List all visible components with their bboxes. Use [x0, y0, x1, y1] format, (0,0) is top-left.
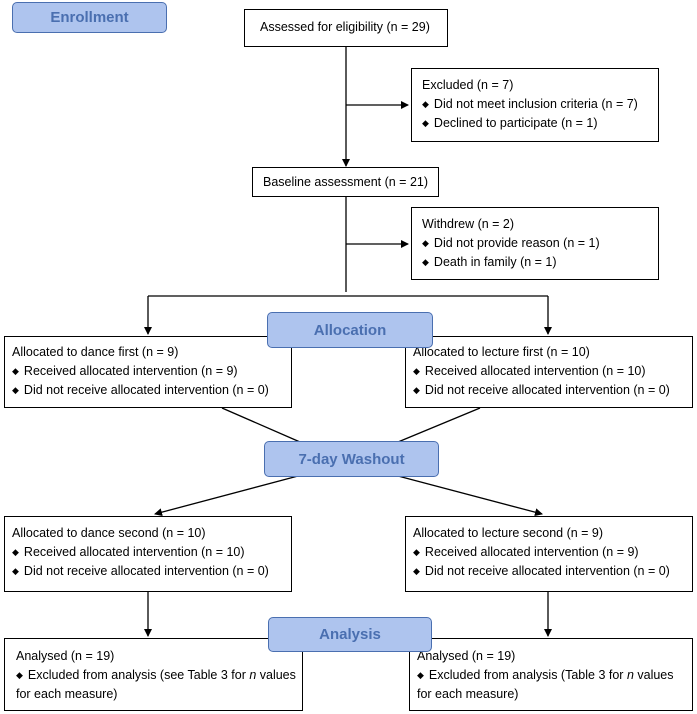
bullet-icon: ◆ — [422, 118, 429, 128]
stage-washout: 7-day Washout — [264, 441, 439, 477]
bullet-icon: ◆ — [12, 385, 19, 395]
excluded-item-label: Did not meet inclusion criteria (n = 7) — [433, 97, 638, 111]
bullet-icon: ◆ — [422, 99, 429, 109]
stage-allocation-label: Allocation — [313, 321, 387, 339]
dance-first-box: Allocated to dance first (n = 9) ◆ Receiv… — [4, 336, 292, 408]
excluded-item-label: Declined to participate (n = 1) — [433, 116, 598, 130]
dance-second-box: Allocated to dance second (n = 10) ◆ Rece… — [4, 516, 292, 592]
bullet-icon: ◆ — [413, 547, 420, 557]
lecture-second-item-label: Received allocated intervention (n = 9) — [424, 545, 639, 559]
lecture-second-box: Allocated to lecture second (n = 9) ◆ Rec… — [405, 516, 693, 592]
analysed-right-box: Analysed (n = 19) ◆ Excluded from analysi… — [409, 638, 693, 711]
assessed-box: Assessed for eligibility (n = 29) — [244, 9, 448, 47]
analysed-left-item-text-end: values for each measure) — [16, 668, 296, 701]
bullet-icon: ◆ — [422, 257, 429, 267]
stage-enrollment-label: Enrollment — [50, 9, 129, 26]
analysed-right-title: Analysed (n = 19) — [417, 649, 516, 663]
lecture-first-item: ◆ Did not receive allocated intervention … — [413, 381, 692, 400]
bullet-icon: ◆ — [12, 566, 19, 576]
stage-analysis: Analysis — [268, 617, 432, 652]
bullet-icon: ◆ — [12, 366, 19, 376]
baseline-label: Baseline assessment (n = 21) — [263, 175, 429, 189]
baseline-box: Baseline assessment (n = 21) — [252, 167, 439, 197]
dance-second-item-label: Did not receive allocated intervention (… — [23, 564, 269, 578]
lecture-second-title: Allocated to lecture second (n = 9) — [413, 526, 604, 540]
dance-second-title: Allocated to dance second (n = 10) — [12, 526, 206, 540]
excluded-item: ◆ Did not meet inclusion criteria (n = 7) — [422, 95, 658, 114]
lecture-second-item: ◆ Received allocated intervention (n = 9) — [413, 543, 692, 562]
analysed-right-item: ◆ Excluded from analysis (Table 3 for n v… — [417, 666, 686, 704]
lecture-first-title: Allocated to lecture first (n = 10) — [413, 345, 590, 359]
dance-first-item: ◆ Received allocated intervention (n = 9) — [12, 362, 291, 381]
analysed-left-item-n: n — [249, 668, 257, 682]
dance-second-item: ◆ Did not receive allocated intervention … — [12, 562, 291, 581]
stage-enrollment: Enrollment — [12, 2, 167, 33]
withdrew-item: ◆ Did not provide reason (n = 1) — [422, 234, 658, 253]
bullet-icon: ◆ — [413, 566, 420, 576]
arrow-washout-to-lecture-second — [397, 475, 543, 517]
excluded-title: Excluded (n = 7) — [422, 78, 514, 92]
assessed-label: Assessed for eligibility (n = 29) — [260, 20, 430, 34]
dance-second-item-label: Received allocated intervention (n = 10) — [23, 545, 245, 559]
withdrew-box: Withdrew (n = 2) ◆ Did not provide reason… — [411, 207, 659, 280]
analysed-right-item-n: n — [626, 668, 634, 682]
lecture-first-box: Allocated to lecture first (n = 10) ◆ Rec… — [405, 336, 693, 408]
stage-analysis-label: Analysis — [319, 626, 381, 643]
dance-second-item: ◆ Received allocated intervention (n = 10… — [12, 543, 291, 562]
withdrew-title: Withdrew (n = 2) — [422, 217, 515, 231]
analysed-left-box: Analysed (n = 19) ◆ Excluded from analysi… — [4, 638, 303, 711]
bullet-icon: ◆ — [413, 366, 420, 376]
withdrew-item-label: Did not provide reason (n = 1) — [433, 236, 600, 250]
dance-first-title: Allocated to dance first (n = 9) — [12, 345, 179, 359]
bullet-icon: ◆ — [413, 385, 420, 395]
excluded-item: ◆ Declined to participate (n = 1) — [422, 114, 658, 133]
bullet-icon: ◆ — [422, 238, 429, 248]
arrow-washout-to-dance-second — [154, 475, 299, 517]
lecture-second-item: ◆ Did not receive allocated intervention … — [413, 562, 692, 581]
dance-first-item-label: Received allocated intervention (n = 9) — [23, 364, 238, 378]
dance-first-item: ◆ Did not receive allocated intervention … — [12, 381, 291, 400]
withdrew-item-label: Death in family (n = 1) — [433, 255, 557, 269]
bullet-icon: ◆ — [16, 670, 23, 680]
bullet-icon: ◆ — [417, 670, 424, 680]
lecture-second-item-label: Did not receive allocated intervention (… — [424, 564, 670, 578]
bullet-icon: ◆ — [12, 547, 19, 557]
stage-allocation: Allocation — [267, 312, 433, 348]
line-lecture-first-to-washout — [397, 407, 481, 443]
lecture-first-item-label: Did not receive allocated intervention (… — [424, 383, 670, 397]
analysed-right-item-text: Excluded from analysis (Table 3 for — [428, 668, 627, 682]
analysed-right-item-text-end: values for each measure) — [417, 668, 674, 701]
dance-first-item-label: Did not receive allocated intervention (… — [23, 383, 269, 397]
excluded-box: Excluded (n = 7) ◆ Did not meet inclusion… — [411, 68, 659, 142]
line-dance-first-to-washout — [221, 407, 301, 443]
stage-washout-label: 7-day Washout — [298, 450, 405, 468]
analysed-left-item-text: Excluded from analysis (see Table 3 for — [27, 668, 250, 682]
lecture-first-item: ◆ Received allocated intervention (n = 10… — [413, 362, 692, 381]
withdrew-item: ◆ Death in family (n = 1) — [422, 253, 658, 272]
analysed-left-title: Analysed (n = 19) — [16, 649, 115, 663]
analysed-left-item: ◆ Excluded from analysis (see Table 3 for… — [16, 666, 296, 704]
lecture-first-item-label: Received allocated intervention (n = 10) — [424, 364, 646, 378]
